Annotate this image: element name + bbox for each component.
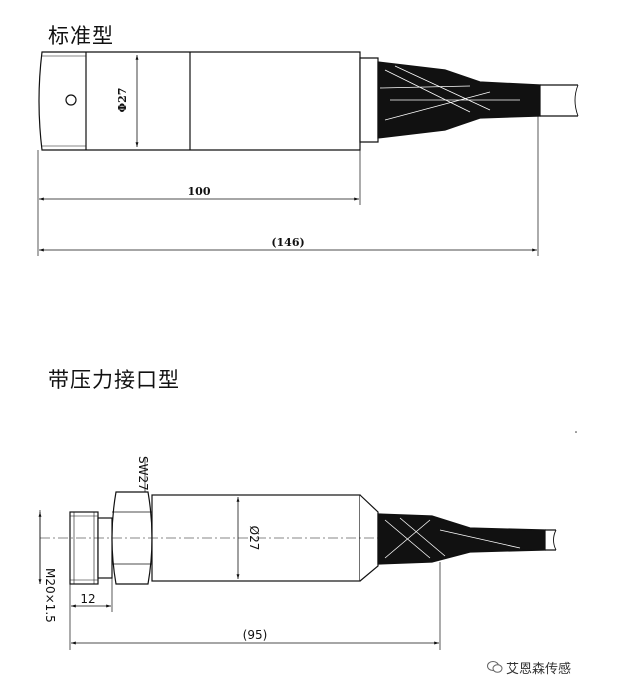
total-length-label: (146)	[271, 236, 304, 249]
wrench-size-label: SW27	[136, 456, 150, 491]
thread-length-label: 12	[80, 592, 95, 606]
wechat-icon	[487, 661, 503, 673]
diameter-label: Φ27	[116, 88, 129, 113]
cable-break-2	[553, 529, 557, 551]
thread-fitting	[69, 511, 99, 585]
pressure-interface-drawing	[38, 458, 557, 650]
sensor-body-outline	[38, 51, 361, 151]
strain-relief-2	[377, 513, 546, 565]
watermark-text: 艾恩森传感	[506, 662, 572, 677]
cable-gland	[359, 57, 379, 143]
total-length-label-2: (95)	[243, 628, 268, 642]
cable-2	[545, 529, 556, 551]
vent-hole	[65, 94, 77, 106]
fitting-neck	[97, 517, 113, 579]
standard-type-drawing	[37, 51, 579, 256]
diameter-label-2: Ø27	[247, 526, 261, 551]
length-label: 100	[188, 185, 211, 198]
cable	[540, 84, 578, 117]
cable-break	[574, 84, 579, 117]
diagram-1-title: 标准型	[48, 24, 114, 48]
diagram-2-title: 带压力接口型	[48, 368, 180, 392]
thread-spec-label: M20×1.5	[43, 568, 57, 623]
